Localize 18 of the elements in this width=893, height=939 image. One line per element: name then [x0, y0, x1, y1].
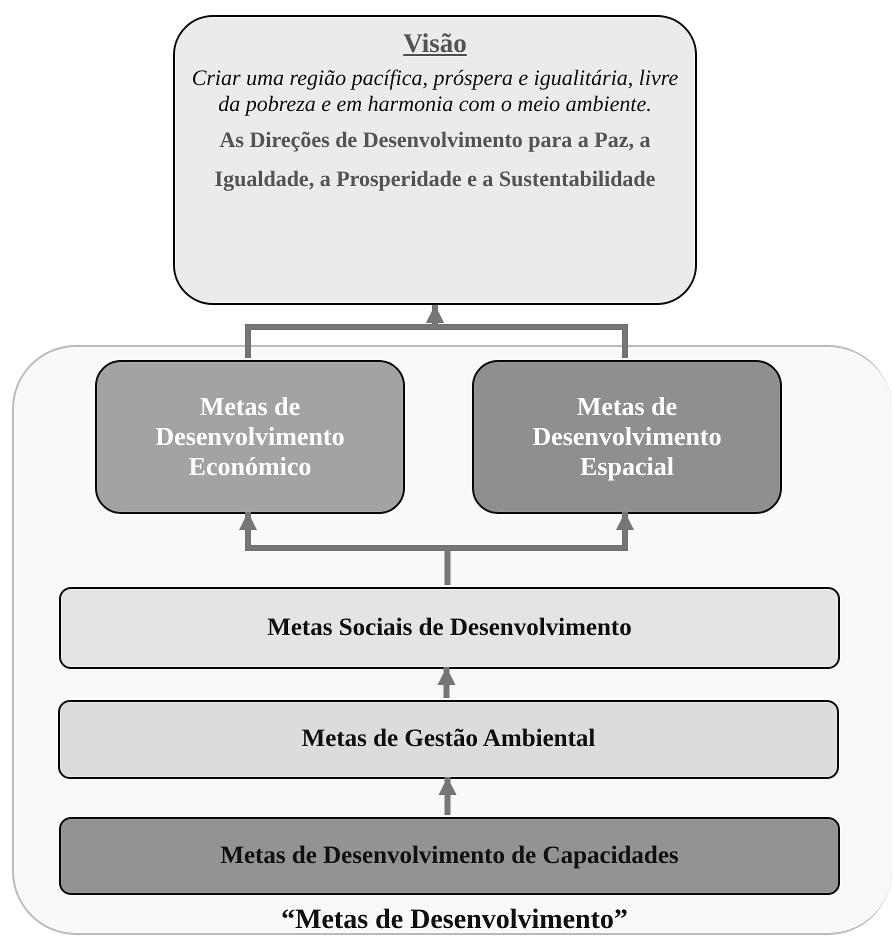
- goal-box: [59, 587, 840, 669]
- vision-box: [173, 15, 697, 305]
- goal-label: Metas de Gestão Ambiental: [302, 725, 596, 754]
- goal-label: Metas Sociais de Desenvolvimento: [267, 614, 632, 642]
- goal-label: Metas de Desenvolvimento Económico: [154, 392, 346, 482]
- goal-box: [59, 817, 840, 895]
- container-panel: [12, 345, 892, 935]
- goal-label: Metas de Desenvolvimento Espacial: [531, 392, 723, 482]
- goal-box: [95, 360, 405, 514]
- goal-label: Metas de Desenvolvimento de Capacidades: [220, 842, 679, 870]
- goal-box: [58, 700, 839, 779]
- panel-caption: “Metas de Desenvolvimento”: [280, 903, 629, 937]
- vision-statement: Criar uma região pacífica, próspera e igualitária, livre da pobreza e em harmonia com o meio ambiente.: [190, 64, 680, 118]
- goal-box: [472, 360, 782, 514]
- arrow: [438, 667, 456, 698]
- direction-text: As Direções de Desenvolvimento para a Paz, a Igualdade, a Prosperidade e a Sustentabilidade: [214, 126, 656, 193]
- vision-heading: Visão: [403, 29, 467, 59]
- arrow: [438, 777, 456, 815]
